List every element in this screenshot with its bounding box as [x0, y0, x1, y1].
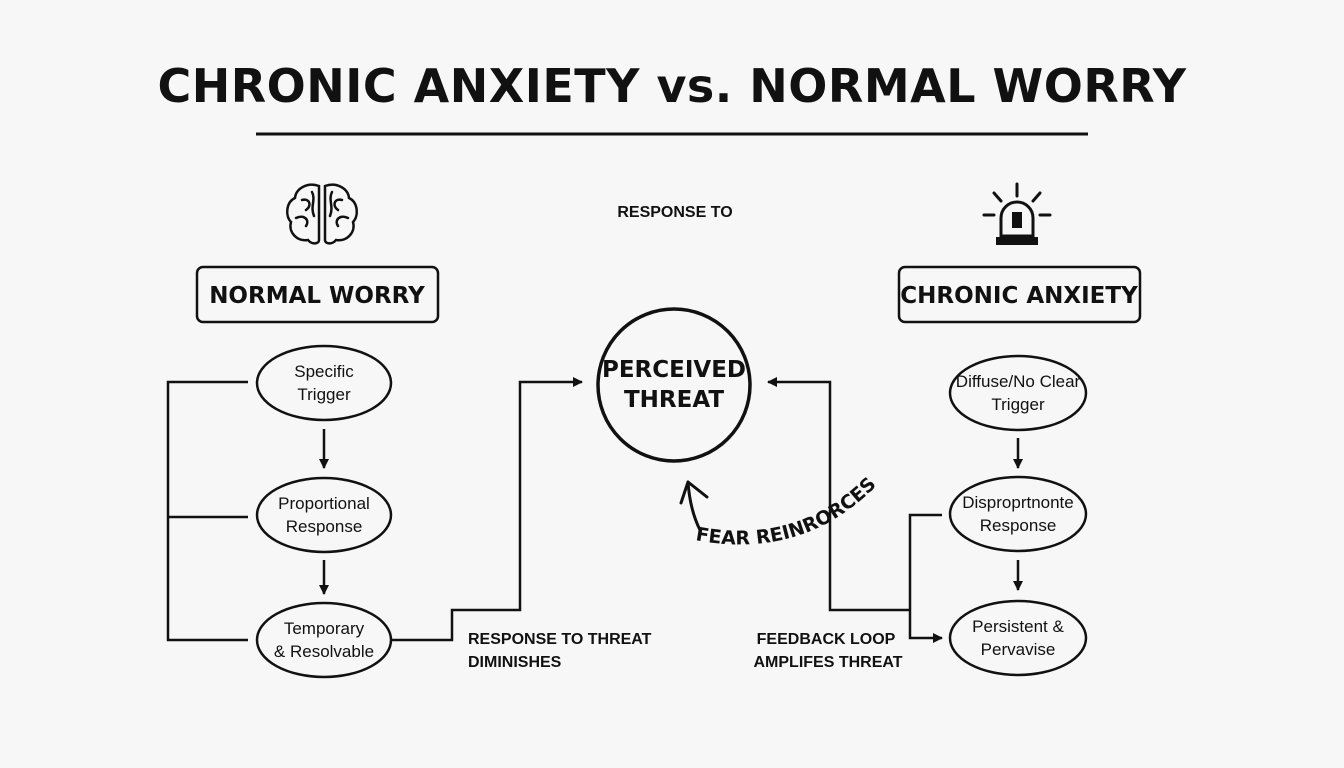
right-node-1 [948, 354, 1088, 432]
perceived-threat-line1: PERCEIVED [602, 357, 746, 383]
loop-arrow-tail [686, 480, 702, 532]
left-node-1-line1: Specific [294, 362, 354, 381]
left-node-2-line1: Proportional [278, 494, 370, 513]
right-bracket [908, 513, 943, 643]
right-node-2-line1: Disproprtnonte [962, 493, 1074, 512]
left-path-to-threat [392, 377, 583, 642]
brain-icon [286, 183, 358, 245]
right-node-1-line1: Diffuse/No Clear [956, 372, 1081, 391]
left-caption-line2: DIMINISHES [468, 654, 562, 671]
right-caption-line1: FEEDBACK LOOP [757, 631, 896, 648]
right-node-3 [948, 599, 1088, 677]
perceived-threat-circle [596, 307, 752, 463]
right-node-1-line2: Trigger [991, 395, 1045, 414]
chronic-anxiety-header-box [897, 265, 1142, 324]
right-node-2-line2: Response [980, 516, 1057, 535]
left-node-2 [255, 476, 393, 554]
right-node-3-line1: Persistent & [972, 617, 1064, 636]
alarm-light-icon [982, 182, 1052, 245]
chronic-anxiety-header: CHRONIC ANXIETY [900, 283, 1138, 309]
right-node-2 [948, 475, 1088, 553]
normal-worry-header: NORMAL WORRY [209, 283, 425, 309]
normal-worry-header-box [195, 265, 440, 324]
left-node-3-line1: Temporary [284, 619, 365, 638]
perceived-threat-line2: THREAT [624, 387, 724, 413]
page-title: CHRONIC ANXIETY vs. NORMAL WORRY [157, 59, 1186, 113]
left-bracket [166, 380, 248, 642]
right-caption-line2: AMPLIFES THREAT [753, 654, 902, 671]
right-path-to-threat [767, 377, 910, 612]
loop-arrow-head [679, 480, 709, 505]
left-caption-line1: RESPONSE TO THREAT [468, 631, 652, 648]
right-node-3-line2: Pervavise [981, 640, 1056, 659]
left-node-2-line2: Response [286, 517, 363, 536]
left-node-1 [255, 344, 393, 422]
left-node-3-line2: & Resolvable [274, 642, 374, 661]
response-to-label: RESPONSE TO [617, 204, 732, 221]
left-node-3 [255, 601, 393, 679]
left-node-1-line2: Trigger [297, 385, 351, 404]
